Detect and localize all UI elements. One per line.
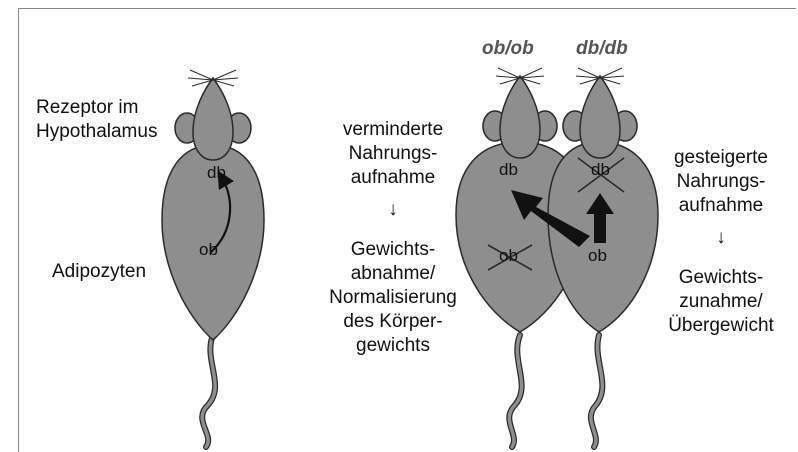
- middle-arrow: ↓: [318, 198, 468, 222]
- mouse-ob-ob-head: [500, 76, 540, 158]
- mouse-normal-db-label: db: [207, 163, 226, 183]
- mouse-normal-ob-label: ob: [199, 240, 218, 260]
- label-adipozyten: Adipozyten: [52, 260, 146, 284]
- right-result-text: Gewichts- zunahme/ Übergewicht: [646, 266, 796, 338]
- genotype-db-db: db/db: [576, 38, 628, 60]
- mouse-ob-ob-ob-label: ob: [499, 246, 518, 266]
- right-arrow: ↓: [646, 226, 796, 250]
- mouse-db-db-db-label: db: [591, 160, 610, 180]
- mouse-ob-ob-db-label: db: [499, 160, 518, 180]
- mouse-db-db-ob-label: ob: [588, 246, 607, 266]
- middle-result-text: Gewichts- abnahme/ Normalisierung des Kö…: [318, 238, 468, 358]
- genotype-ob-ob: ob/ob: [482, 38, 534, 60]
- middle-effect-text: verminderte Nahrungs- aufnahme: [318, 118, 468, 190]
- mouse-db-db-head: [580, 76, 620, 158]
- label-rezeptor: Rezeptor im Hypothalamus: [36, 96, 157, 144]
- mouse-normal-head: [193, 78, 233, 160]
- right-effect-text: gesteigerte Nahrungs- aufnahme: [646, 146, 796, 218]
